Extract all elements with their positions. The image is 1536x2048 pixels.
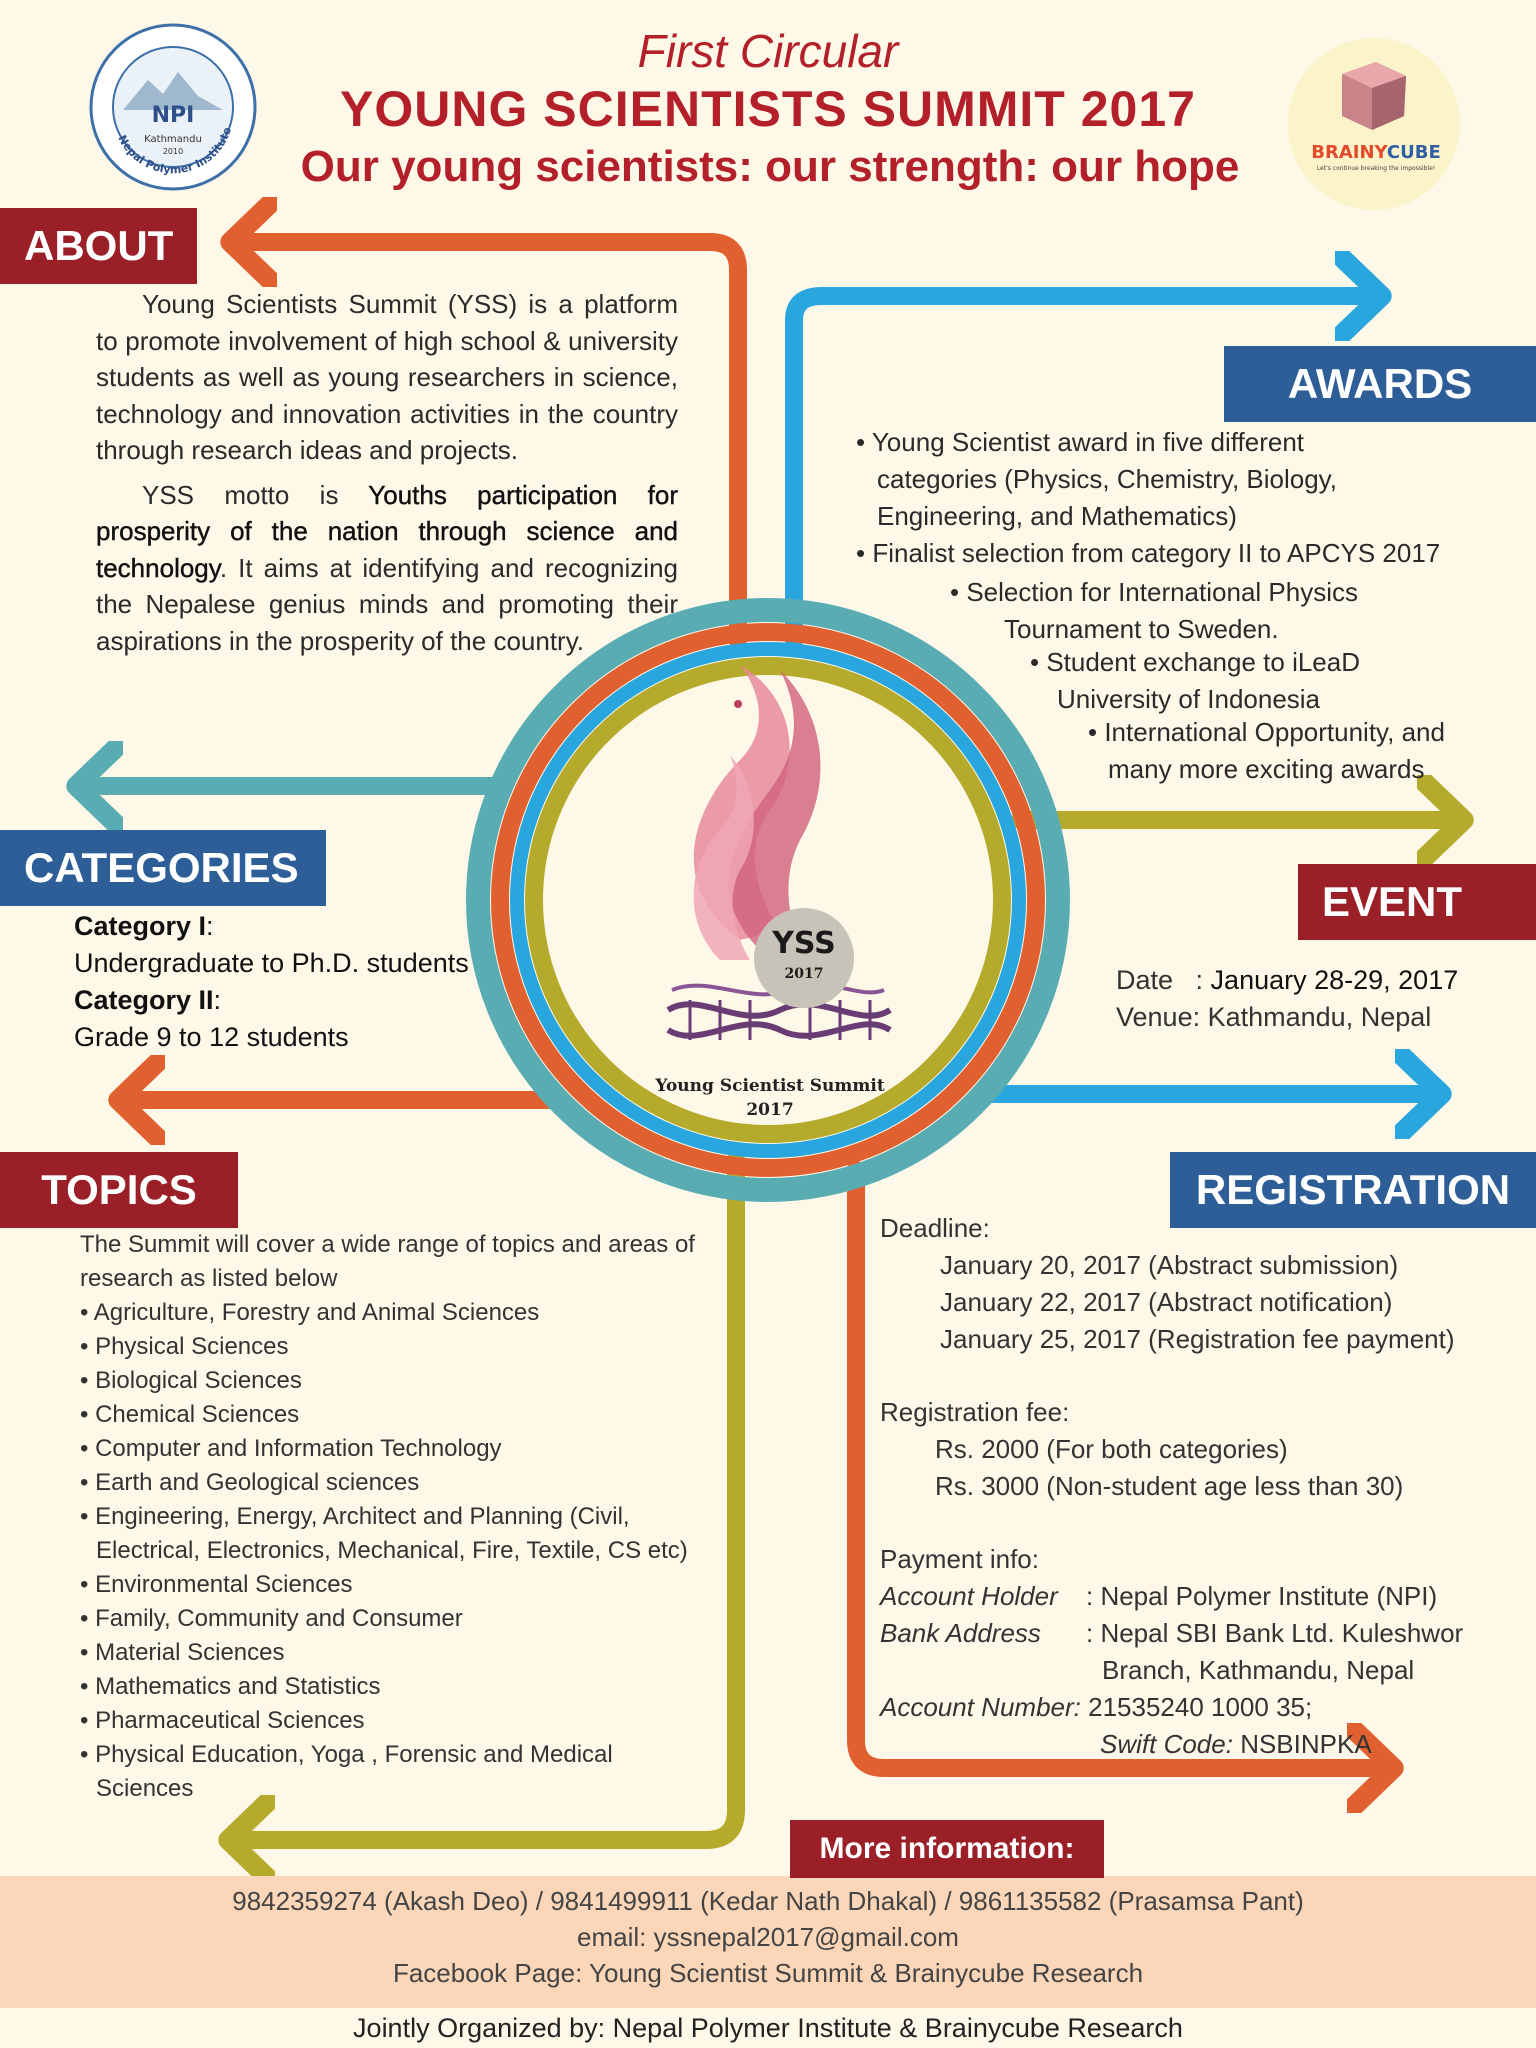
event-venue: Kathmandu, Nepal — [1207, 1002, 1432, 1032]
bottom-orange-arrow — [847, 1161, 1392, 1768]
about-para-1: Young Scientists Summit (YSS) is a platf… — [96, 289, 678, 465]
center-caption: Young Scientist Summit 2017 — [655, 1076, 885, 1120]
brainycube-name-part1: BRAINY — [1311, 142, 1388, 163]
topic-item: Biological Sciences — [80, 1364, 720, 1398]
yss-motto: Youths participation for prosperity of t… — [96, 479, 679, 583]
award-item: Tournament to Sweden. — [1004, 614, 1279, 644]
facebook-page: Facebook Page: Young Scientist Summit & … — [392, 1958, 1144, 1988]
about-label: ABOUT — [0, 208, 198, 284]
category-2-desc: Grade 9 to 12 students — [74, 1022, 349, 1052]
deadline-item: January 20, 2017 (Abstract submission) — [940, 1250, 1399, 1280]
topic-item: Family, Community and Consumer — [80, 1602, 720, 1636]
categories-text: Category I: Undergraduate to Ph.D. stude… — [74, 908, 469, 1056]
payment-label: Payment info: — [880, 1544, 1039, 1574]
deadline-label: Deadline: — [880, 1213, 990, 1243]
topic-item: Agriculture, Forestry and Animal Science… — [80, 1296, 720, 1330]
npi-logo-name: NPI — [152, 103, 195, 128]
npi-logo: NPI Kathmandu 2010 Nepal Polymer Institu… — [89, 23, 257, 191]
award-item: • Selection for International Physics — [950, 577, 1358, 607]
topics-label: TOPICS — [0, 1152, 238, 1228]
event-date-label: Date : — [1116, 965, 1211, 995]
topic-item: Earth and Geological sciences — [80, 1466, 720, 1500]
yss-badge-year: 2017 — [784, 966, 824, 982]
category-1-title: Category I — [74, 911, 207, 941]
swift-code: NSBINPKA — [1240, 1729, 1372, 1759]
topics-list: Agriculture, Forestry and Animal Science… — [80, 1296, 720, 1806]
contact-phones: 9842359274 (Akash Deo) / 9841499911 (Ked… — [232, 1886, 1304, 1916]
award-item: • Student exchange to iLeaD — [1030, 647, 1361, 677]
award-item: • Young Scientist award in five differen… — [856, 427, 1305, 457]
award-item: • Finalist selection from category II to… — [856, 538, 1441, 568]
topics-intro: The Summit will cover a wide range of to… — [80, 1231, 695, 1292]
event-venue-label: Venue: — [1116, 1002, 1208, 1032]
more-info-label: More information: — [790, 1820, 1104, 1878]
category-2-title: Category II — [74, 985, 214, 1015]
topics-text: The Summit will cover a wide range of to… — [80, 1228, 720, 1806]
fee-item: Rs. 3000 (Non-student age less than 30) — [935, 1471, 1404, 1501]
topic-item: Physical Education, Yoga , Forensic and … — [80, 1738, 616, 1806]
npi-logo-year: 2010 — [163, 147, 183, 156]
brainycube-tagline: Let's continue breaking the impossible! — [1317, 165, 1435, 172]
about-arrow — [232, 242, 747, 649]
fee-label: Registration fee: — [880, 1397, 1070, 1427]
category-1-desc: Undergraduate to Ph.D. students — [74, 948, 469, 978]
registration-label: REGISTRATION — [1170, 1152, 1536, 1228]
award-item: categories (Physics, Chemistry, Biology, — [877, 464, 1337, 494]
topic-item: Material Sciences — [80, 1636, 720, 1670]
bank-address-label: Bank Address — [880, 1618, 1041, 1648]
about-text: Young Scientists Summit (YSS) is a platf… — [96, 286, 678, 667]
account-holder-label: Account Holder — [880, 1581, 1058, 1611]
brainycube-logo: BRAINYCUBE Let's continue breaking the i… — [1284, 38, 1464, 210]
deadline-item: January 25, 2017 (Registration fee payme… — [940, 1324, 1455, 1354]
summit-title: YOUNG SCIENTISTS SUMMIT 2017 — [340, 81, 1196, 137]
topic-item: Pharmaceutical Sciences — [80, 1704, 720, 1738]
yss-flame-logo — [666, 665, 892, 1040]
event-date: January 28-29, 2017 — [1210, 965, 1459, 995]
brainycube-wordmark: BRAINYCUBE — [1311, 142, 1441, 163]
bank-address-line1: : Nepal SBI Bank Ltd. Kuleshwor — [1086, 1618, 1464, 1648]
footer-band — [0, 1876, 1536, 2008]
bank-address-line2: Branch, Kathmandu, Nepal — [1102, 1655, 1415, 1685]
about-para-2: YSS motto is Youths participation for pr… — [96, 479, 679, 656]
award-item: Engineering, and Mathematics) — [877, 501, 1237, 531]
npi-logo-city: Kathmandu — [144, 134, 202, 145]
brainycube-name-part2: CUBE — [1387, 142, 1441, 163]
topic-item: Environmental Sciences — [80, 1568, 720, 1602]
awards-label: AWARDS — [1224, 346, 1536, 422]
topic-item: Engineering, Energy, Architect and Plann… — [80, 1500, 720, 1568]
bottom-olive-arrow — [230, 1151, 745, 1840]
event-details: Date : January 28-29, 2017 Venue: Kathma… — [1116, 962, 1458, 1036]
topic-item: Physical Sciences — [80, 1330, 720, 1364]
event-label: EVENT — [1298, 864, 1536, 940]
circular-heading: First Circular — [637, 25, 899, 77]
categories-label: CATEGORIES — [0, 830, 326, 906]
swift-label: Swift Code: — [1100, 1729, 1233, 1759]
yss-badge: YSS — [772, 926, 836, 961]
summit-motto: Our young scientists: our strength: our … — [300, 142, 1240, 191]
topic-item: Computer and Information Technology — [80, 1432, 720, 1466]
account-number: 21535240 1000 35; — [1088, 1692, 1313, 1722]
award-item: • International Opportunity, and — [1088, 717, 1445, 747]
topic-item: Chemical Sciences — [80, 1398, 720, 1432]
contact-email: email: yssnepal2017@gmail.com — [577, 1922, 959, 1952]
fee-item: Rs. 2000 (For both categories) — [935, 1434, 1288, 1464]
deadline-item: January 22, 2017 (Abstract notification) — [940, 1287, 1393, 1317]
awards-arrow — [785, 296, 1380, 649]
registration-details: Deadline: January 20, 2017 (Abstract sub… — [880, 1210, 1500, 1763]
organizer-line: Jointly Organized by: Nepal Polymer Inst… — [353, 2013, 1183, 2043]
account-holder: : Nepal Polymer Institute (NPI) — [1086, 1581, 1438, 1611]
account-number-label: Account Number: — [880, 1692, 1081, 1722]
topic-item: Mathematics and Statistics — [80, 1670, 720, 1704]
award-item: many more exciting awards — [1108, 754, 1425, 784]
award-item: University of Indonesia — [1057, 684, 1321, 714]
